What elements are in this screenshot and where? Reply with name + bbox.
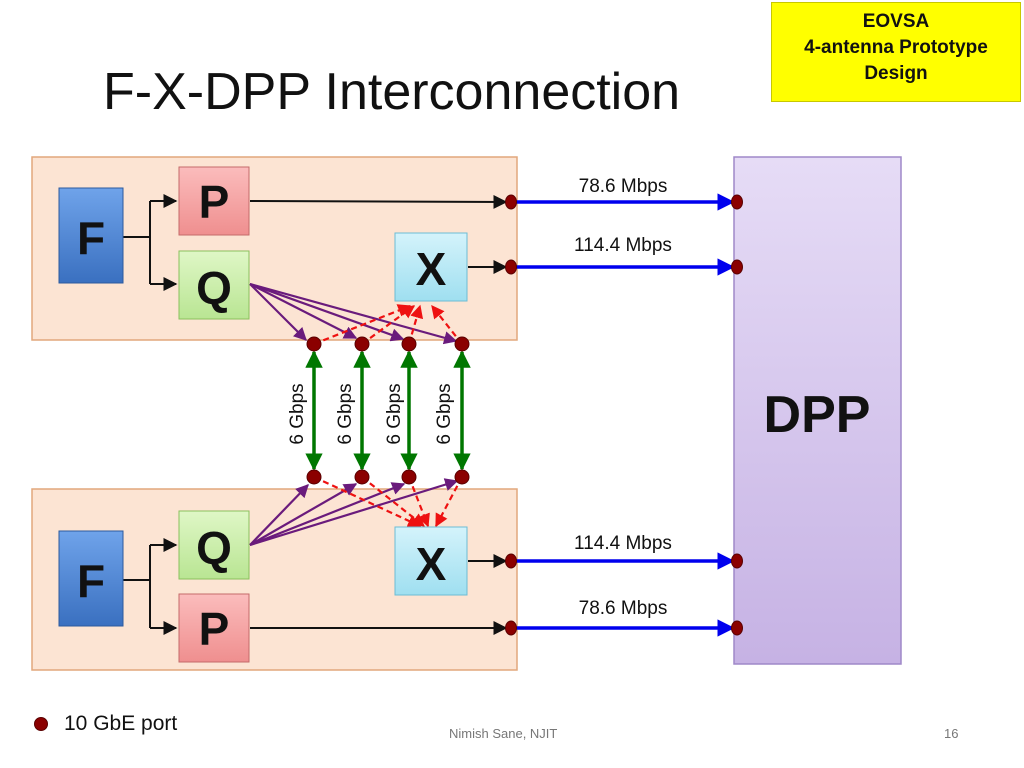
bottom-q-fanout: [249, 482, 406, 547]
port-dot: [505, 620, 517, 636]
page-number: 16: [944, 726, 959, 741]
port-dot: [354, 336, 370, 352]
bottom-f-block: [58, 530, 124, 627]
bottom-x-block: [394, 526, 468, 596]
bottom-q-fanout: [249, 484, 309, 546]
legend-port-icon: [34, 717, 48, 732]
port-dot: [731, 194, 743, 210]
top-q-label: Q: [196, 262, 232, 314]
top-x-fanin: [431, 304, 463, 345]
link-label-2: 6 Gbps: [335, 383, 356, 444]
project-badge: EOVSA 4-antenna Prototype Design: [771, 2, 1021, 102]
top-p-block: [178, 166, 250, 236]
bottom-p-label: P: [199, 603, 230, 655]
badge-line-1: EOVSA: [862, 11, 930, 32]
port-dot: [454, 469, 470, 485]
top-x-fanin: [361, 305, 416, 345]
top-x-rate-label: 114.4 Mbps: [574, 235, 672, 256]
bottom-q-label: Q: [196, 522, 232, 574]
port-dot: [731, 553, 743, 569]
port-dot: [505, 259, 517, 275]
top-p-rate-label: 78.6 Mbps: [579, 176, 668, 197]
top-q-fanout: [249, 283, 307, 341]
top-f-label: F: [77, 212, 105, 264]
badge-line-2: 4-antenna Prototype: [804, 37, 988, 58]
link-label-1: 6 Gbps: [287, 383, 308, 444]
port-dot: [731, 259, 743, 275]
dpp-block: [733, 156, 902, 665]
page-title: F-X-DPP Interconnection: [103, 63, 681, 121]
top-q-fanout: [249, 282, 405, 342]
link-label-3: 6 Gbps: [384, 383, 405, 444]
top-x-block: [394, 232, 468, 302]
dpp-label: DPP: [764, 386, 871, 444]
port-dot: [354, 469, 370, 485]
bottom-x-fanin: [361, 476, 426, 527]
top-x-label: X: [416, 243, 447, 295]
port-dot: [731, 620, 743, 636]
badge-line-3: Design: [864, 63, 928, 84]
top-p-label: P: [199, 176, 230, 228]
footer-author: Nimish Sane, NJIT: [449, 726, 558, 741]
bottom-q-block: [178, 510, 250, 580]
bottom-x-rate-label: 114.4 Mbps: [574, 533, 672, 554]
bottom-q-fanout: [249, 483, 358, 546]
top-x-fanin: [313, 304, 412, 346]
legend-label: 10 GbE port: [64, 712, 178, 735]
top-q-fanout: [249, 282, 458, 345]
bottom-p-block: [178, 593, 250, 663]
top-q-block: [178, 250, 250, 320]
port-dot: [505, 194, 517, 210]
top-f-connector: [123, 194, 178, 291]
bottom-x-fanin: [407, 476, 430, 528]
port-dot: [401, 336, 417, 352]
link-label-4: 6 Gbps: [434, 383, 455, 444]
bottom-f-connector: [123, 538, 178, 635]
top-f-block: [58, 187, 124, 284]
legend: 10 GbE port: [34, 712, 177, 736]
port-dot: [505, 553, 517, 569]
port-dot: [401, 469, 417, 485]
bottom-p-rate-label: 78.6 Mbps: [579, 598, 668, 619]
port-dot: [306, 336, 322, 352]
top-q-fanout: [249, 283, 358, 339]
port-dot: [454, 336, 470, 352]
bottom-x-label: X: [416, 538, 447, 590]
top-p-arrow: [249, 194, 508, 209]
top-x-fanin: [407, 304, 424, 345]
port-dot: [306, 469, 322, 485]
bottom-q-fanout: [249, 478, 459, 547]
bottom-f-label: F: [77, 555, 105, 607]
